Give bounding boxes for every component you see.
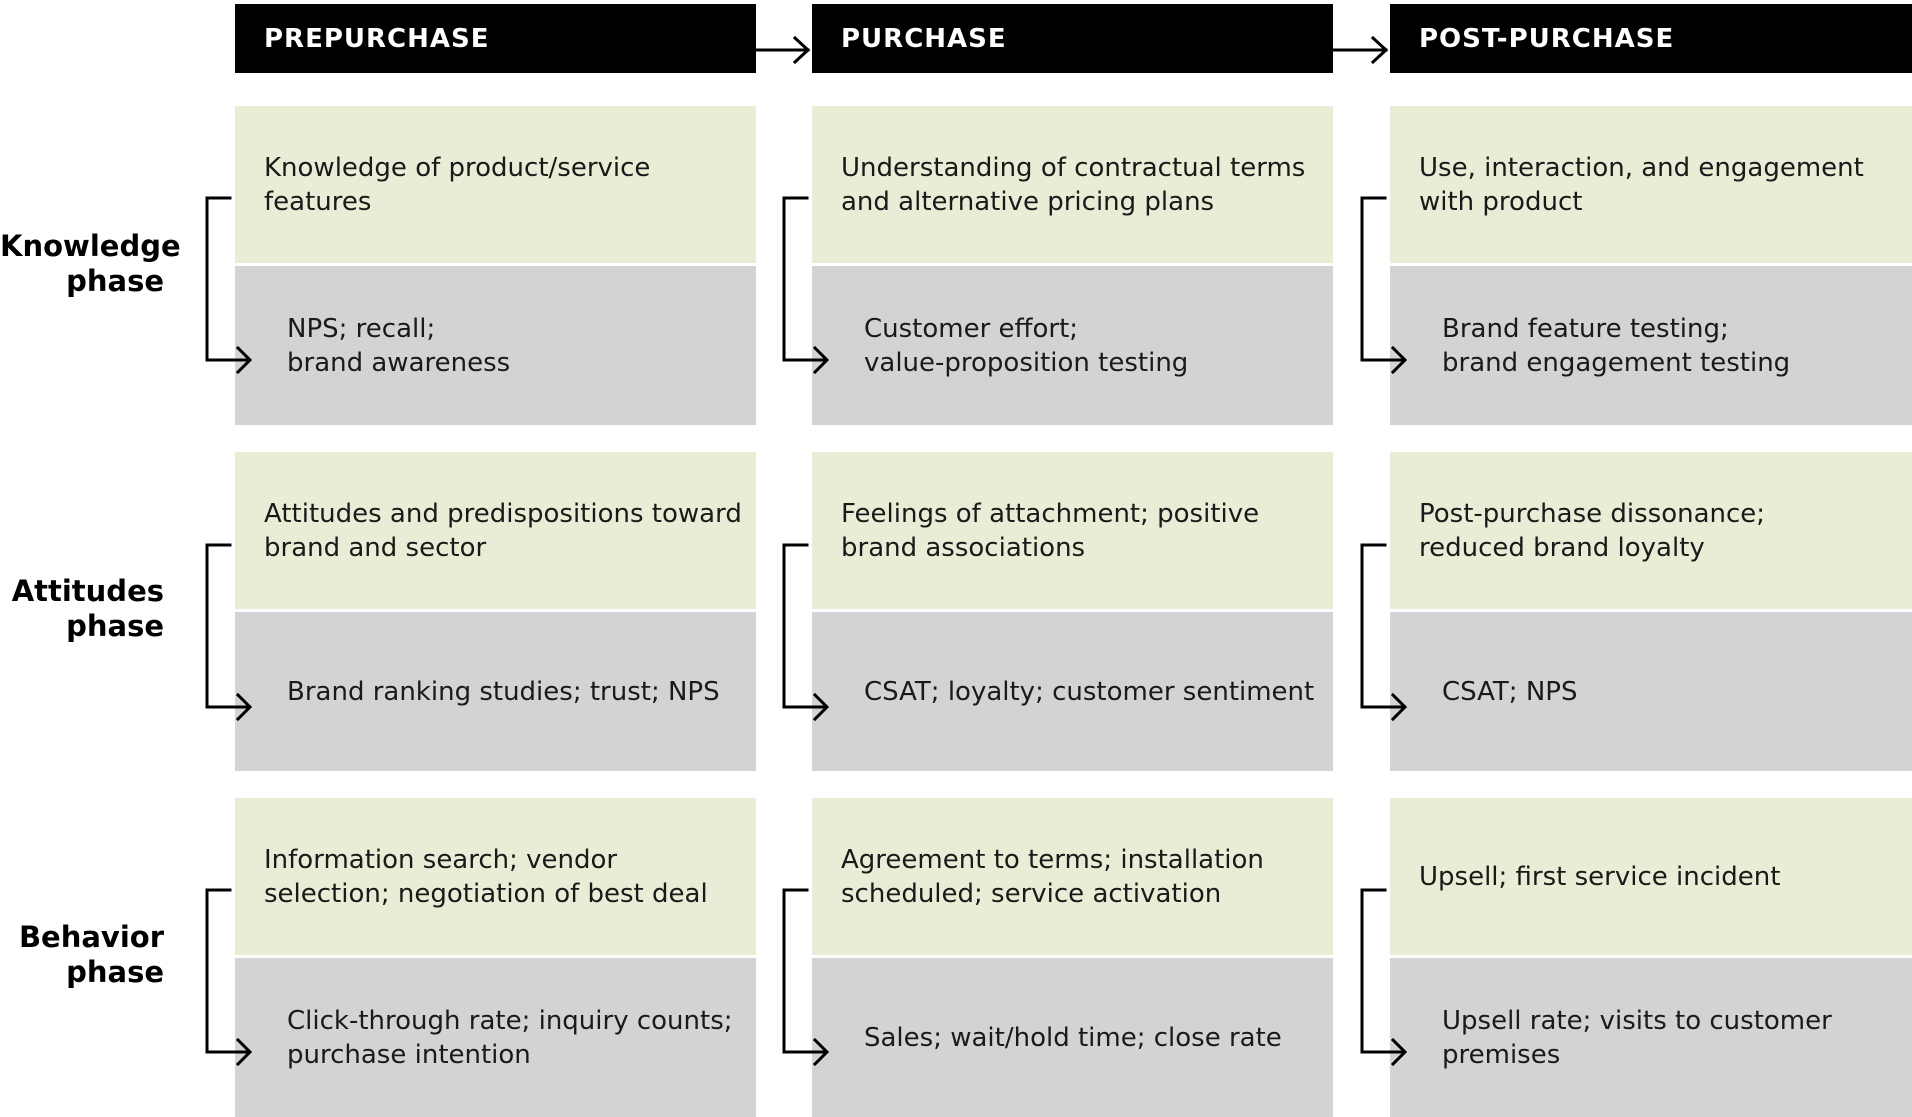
attitudes-postpurchase-description: Post-purchase dissonance; reduced brand … — [1390, 452, 1912, 609]
bracket-arrow-knowledge-purchase — [782, 196, 830, 375]
bracket-arrow-behavior-purchase — [782, 888, 830, 1067]
row-label-attitudes: Attitudes phase — [11, 574, 164, 643]
cell-text: CSAT; loyalty; customer sentiment — [864, 676, 1315, 707]
cell-text: Use, interaction, and engagement with pr… — [1419, 152, 1864, 217]
bracket-arrow-behavior-prepurchase — [205, 888, 253, 1067]
behavior-purchase-description: Agreement to terms; installation schedul… — [812, 798, 1333, 955]
cell-text: Customer effort; value-proposition testi… — [864, 313, 1189, 378]
bracket-arrow-knowledge-postpurchase — [1360, 196, 1408, 375]
bracket-arrow-knowledge-prepurchase — [205, 196, 253, 375]
knowledge-prepurchase-metrics: NPS; recall; brand awareness — [235, 266, 756, 425]
attitudes-prepurchase-metrics: Brand ranking studies; trust; NPS — [235, 612, 756, 771]
cell-text: Feelings of attachment; positive brand a… — [841, 498, 1260, 563]
behavior-postpurchase-description: Upsell; first service incident — [1390, 798, 1912, 955]
behavior-prepurchase-metrics: Click-through rate; inquiry counts; purc… — [235, 958, 756, 1117]
knowledge-postpurchase-metrics: Brand feature testing; brand engagement … — [1390, 266, 1912, 425]
knowledge-prepurchase-description: Knowledge of product/service features — [235, 106, 756, 263]
column-header-label: POST-PURCHASE — [1419, 23, 1675, 54]
cell-text: Brand feature testing; brand engagement … — [1442, 313, 1791, 378]
bracket-arrow-attitudes-purchase — [782, 543, 830, 722]
cell-text: CSAT; NPS — [1442, 676, 1578, 707]
header-arrow-prepurchase-to-purchase — [755, 35, 811, 65]
cell-text: Agreement to terms; installation schedul… — [841, 844, 1264, 909]
attitudes-purchase-description: Feelings of attachment; positive brand a… — [812, 452, 1333, 609]
knowledge-postpurchase-description: Use, interaction, and engagement with pr… — [1390, 106, 1912, 263]
column-header-prepurchase: PREPURCHASE — [235, 4, 756, 73]
knowledge-purchase-description: Understanding of contractual terms and a… — [812, 106, 1333, 263]
cell-text: Sales; wait/hold time; close rate — [864, 1022, 1282, 1053]
row-label-knowledge: Knowledge phase — [0, 229, 181, 298]
behavior-purchase-metrics: Sales; wait/hold time; close rate — [812, 958, 1333, 1117]
bracket-arrow-attitudes-postpurchase — [1360, 543, 1408, 722]
cell-text: Knowledge of product/service features — [264, 152, 651, 217]
cell-text: Click-through rate; inquiry counts; purc… — [287, 1005, 733, 1070]
column-header-purchase: PURCHASE — [812, 4, 1333, 73]
attitudes-prepurchase-description: Attitudes and predispositions toward bra… — [235, 452, 756, 609]
cell-text: Upsell; first service incident — [1419, 861, 1781, 892]
knowledge-purchase-metrics: Customer effort; value-proposition testi… — [812, 266, 1333, 425]
cell-text: Attitudes and predispositions toward bra… — [264, 498, 742, 563]
bracket-arrow-behavior-postpurchase — [1360, 888, 1408, 1067]
cell-text: Brand ranking studies; trust; NPS — [287, 676, 720, 707]
cell-text: NPS; recall; brand awareness — [287, 313, 511, 378]
header-arrow-purchase-to-post-purchase — [1332, 35, 1389, 65]
behavior-postpurchase-metrics: Upsell rate; visits to customer premises — [1390, 958, 1912, 1117]
column-header-label: PREPURCHASE — [264, 23, 490, 54]
cell-text: Understanding of contractual terms and a… — [841, 152, 1306, 217]
column-header-label: PURCHASE — [841, 23, 1007, 54]
bracket-arrow-attitudes-prepurchase — [205, 543, 253, 722]
cell-text: Upsell rate; visits to customer premises — [1442, 1005, 1832, 1070]
row-label-behavior: Behavior phase — [18, 920, 164, 989]
attitudes-postpurchase-metrics: CSAT; NPS — [1390, 612, 1912, 771]
cell-text: Information search; vendor selection; ne… — [264, 844, 708, 909]
behavior-prepurchase-description: Information search; vendor selection; ne… — [235, 798, 756, 955]
cell-text: Post-purchase dissonance; reduced brand … — [1419, 498, 1766, 563]
column-header-post-purchase: POST-PURCHASE — [1390, 4, 1912, 73]
attitudes-purchase-metrics: CSAT; loyalty; customer sentiment — [812, 612, 1333, 771]
